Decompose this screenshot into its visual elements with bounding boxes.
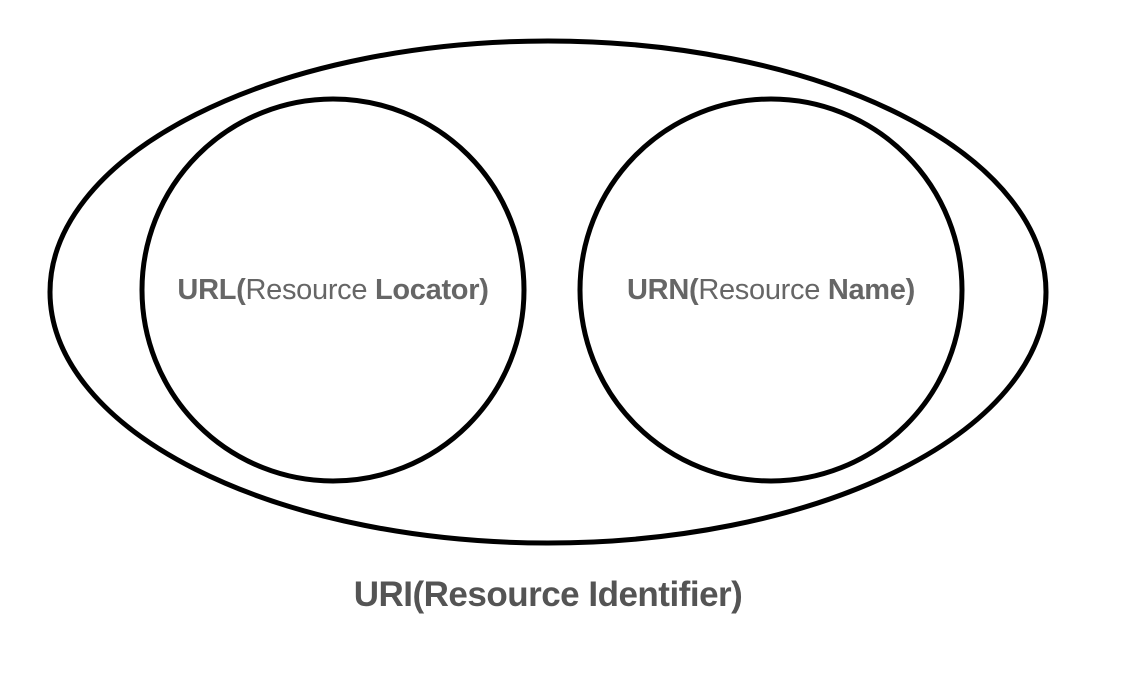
urn-label: URN(Resource Name) [579,274,963,306]
urn-circle-outline [577,96,965,484]
uri-ellipse-outline [47,38,1049,546]
url-label-bold-end: Locator) [374,274,489,306]
urn-label-regular: Resource [698,274,828,306]
url-label: URL(Resource Locator) [141,274,525,306]
url-label-regular: Resource [245,274,375,306]
urn-label-bold-end: Name) [827,274,915,306]
url-label-bold-start: URL( [177,274,246,306]
urn-label-bold-start: URN( [627,274,699,306]
url-circle-outline [139,96,527,484]
uri-caption: URI(Resource Identifier) [353,575,743,614]
